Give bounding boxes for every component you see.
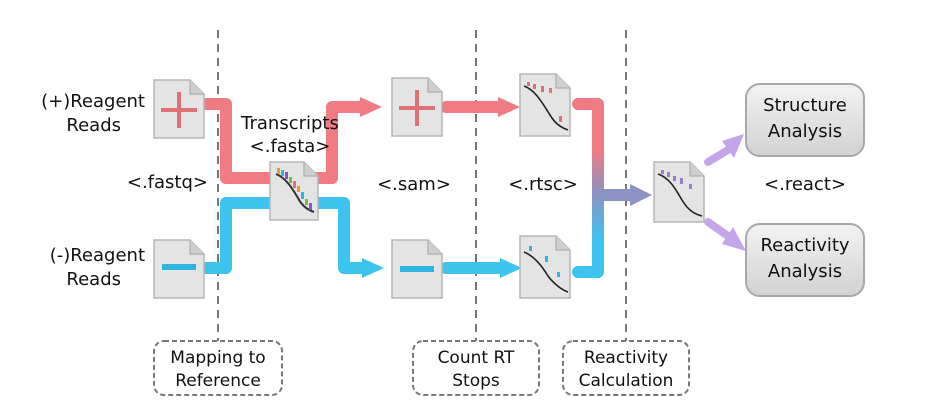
plus-sam-document [391,77,443,137]
minus-icon [162,264,196,270]
rtsc-format-label: <.rtsc> [508,174,578,195]
nucleotide-marks [277,168,312,210]
plus-reads-document [153,79,205,139]
react-document [653,161,705,223]
plus-reads-label-line1: (+)Reagent [41,91,145,112]
reactivity-analysis-line2: Analysis [768,261,842,282]
rna-curve-icon [275,173,315,213]
count-stage-box: Count RT Stops [412,340,540,396]
rna-curve-icon [523,251,569,293]
mapping-stage-box: Mapping to Reference [153,340,283,396]
count-stage-line2: Stops [452,371,500,391]
transcripts-document [269,161,319,221]
arrowhead-structure [722,134,744,158]
output-arrows [704,146,732,240]
plus-icon [161,92,197,128]
stage-dividers [217,30,627,345]
rna-curve-icon [523,85,569,131]
structure-analysis-line1: Structure [763,95,847,116]
mapping-stage-line2: Reference [175,371,261,391]
count-stage-line1: Count RT [438,348,515,368]
reactivity-analysis-line1: Reactivity [760,235,849,256]
minus-arrowhead-rtsc [500,258,522,278]
reactivity-marks [661,170,692,189]
fastq-format-label: <.fastq> [127,172,208,193]
react-format-label: <.react> [764,174,846,195]
plus-icon [399,90,435,126]
rna-curve-icon [657,173,703,217]
reactivity-stage-line1: Reactivity [584,348,668,368]
reactivity-stage-line2: Calculation [579,371,674,391]
sam-format-label: <.sam> [377,174,451,195]
plus-reads-label-line2: Reads [66,115,121,136]
minus-reads-label-line1: (-)Reagent [50,245,145,266]
plus-arrowhead-sam [360,97,382,117]
structure-analysis-line2: Analysis [768,121,842,142]
structure-analysis-box: Structure Analysis [745,83,865,157]
minus-rtsc-document [519,235,571,299]
minus-icon [400,266,434,272]
minus-reads-document [153,239,205,299]
minus-sam-document [391,239,443,299]
arrowhead-reactivity [722,227,746,251]
plus-arrowhead-rtsc [498,97,520,117]
minus-reads-label-line2: Reads [66,269,121,290]
minus-arrowhead-sam [362,258,384,278]
reactivity-analysis-box: Reactivity Analysis [745,223,865,297]
plus-rtsc-document [519,73,571,137]
transcripts-label: Transcripts [240,113,339,134]
merge-arrowhead [630,184,652,206]
reactivity-stage-box: Reactivity Calculation [562,340,690,396]
fasta-format-label: <.fasta> [250,136,331,157]
rt-stop-marks [527,82,562,122]
mapping-stage-line1: Mapping to [170,348,265,368]
rt-stop-marks [529,246,560,277]
